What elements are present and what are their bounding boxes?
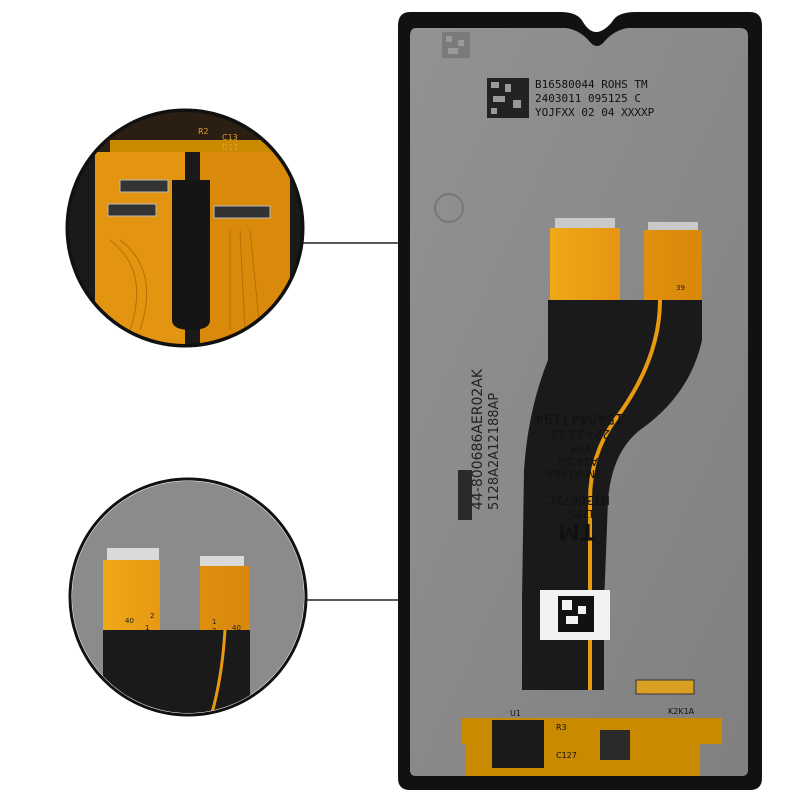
zoom-circle-top: R2 C13 D11 [65,108,305,348]
bottom-connector [635,679,695,695]
flex-part-number: 44-800686AER02AK [470,368,486,510]
board-label-k2k1a: K2K1A [668,707,695,716]
flex-driver: NT36672C [547,493,610,507]
flex-model: SM-A146B [546,467,602,480]
panel-label-line2: 2403011 095125 C [535,92,641,105]
flex-ltps: LTPS [568,507,593,520]
side-barcode-icon [458,470,472,520]
flex-trace [588,299,662,690]
flex-version: V04 [570,443,592,456]
panel-label-line1: B16580044 ROHS TM [535,78,648,91]
panel-label-line3: YOJFXX 02 04 XXXXP [535,106,655,119]
panel-pin-39: 39 [676,284,685,292]
pin-right-2: 2 [212,627,216,635]
barcode-icon [487,78,529,118]
lcd-panel: B16580044 ROHS TM 2403011 095125 C YOJFX… [398,12,762,790]
qr-code-icon [442,32,470,58]
zoom-circle-bottom: 40 1 2 1 2 40 [68,477,308,717]
panel-stamp-icon [434,193,464,223]
flex-connector-left [555,218,615,228]
flex-date-code: 22+23 12 [550,427,610,441]
flex-batch-code: 5128A2A12188AP [487,393,502,510]
pin-right-1: 1 [212,618,216,626]
zoom-label-d11: D11 [222,143,238,152]
board-label-r3: R3 [556,723,567,732]
zoom-label-r2: R2 [198,127,209,136]
flex-serial: 1540447194 [535,410,624,426]
zoom-label-c13: C13 [222,133,238,142]
pin-right-40: 40 [232,624,241,632]
flex-qr-label [540,590,610,640]
flex-model-tm: TM [558,518,595,543]
pin-left-40: 40 [125,617,134,625]
flex-variant: A14 5G [557,455,598,468]
board-label-u1: U1 [510,709,521,718]
callout-lines [301,242,398,601]
pcb-chip-small [600,730,630,760]
board-label-c127: C127 [556,751,577,760]
pin-left-2: 2 [150,612,154,620]
pcb-chip [492,720,544,768]
flex-connector-right [648,222,698,232]
pin-left-1: 1 [145,624,149,632]
